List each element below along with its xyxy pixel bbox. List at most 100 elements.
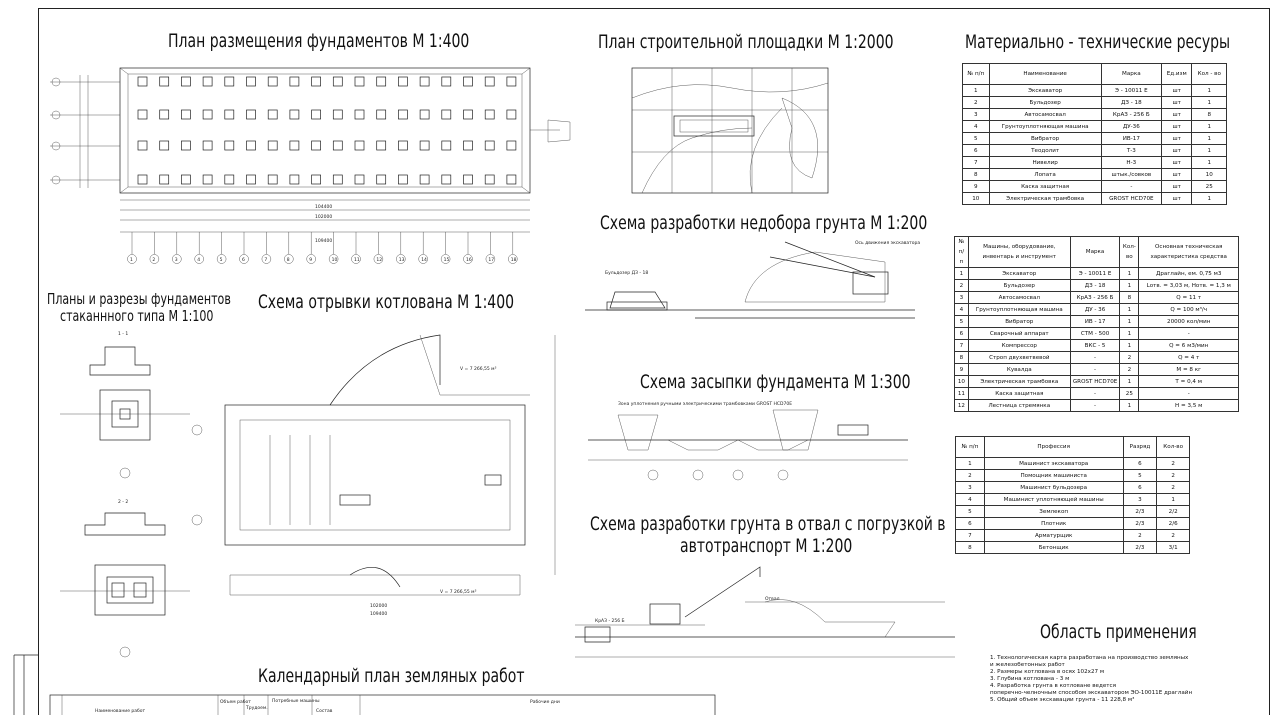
foundation-pad (311, 109, 321, 120)
machines-cell: - (1069, 399, 1121, 412)
foundation-pad (159, 174, 170, 185)
foundation-pad (311, 140, 321, 151)
resources-cell: Электрическая трамбовка (988, 192, 1102, 205)
machines-cell: - (1069, 363, 1121, 376)
resources-cell: ДЗ - 18 (1100, 96, 1162, 109)
axis-number: 6 (242, 257, 245, 263)
foundation-pad (202, 140, 213, 151)
machines-cell: Н = 3,5 м (1138, 399, 1239, 412)
backfill-title: Схема засыпки фундамента М 1:300 (640, 371, 911, 393)
machines-cell: Лестница стремянка (967, 399, 1071, 412)
machines-cell: Q = 100 м³/ч (1138, 303, 1239, 316)
axis-bubble (485, 254, 496, 264)
resources-cell: 1 (1191, 120, 1227, 133)
machines-header-1: Машины, оборудование, инвентарь и инстру… (967, 236, 1071, 268)
len-b-label: 102000 (315, 214, 332, 220)
axis-bubble (239, 254, 249, 264)
foundation-pad (267, 76, 278, 87)
resources-cell: Грунтоуплотняющая машина (988, 120, 1102, 133)
calendar-days-header: Рабочие дни (530, 699, 560, 705)
machines-cell: - (1138, 387, 1239, 400)
machines-cell: 7 (954, 339, 969, 352)
calendar-title: Календарный план земляных работ (258, 665, 525, 687)
foundation-pad (159, 140, 170, 151)
foundation-pad (463, 76, 473, 87)
resources-cell: шт (1160, 132, 1193, 145)
resources-cell: Теодолит (988, 144, 1102, 157)
workers-cell: 2/3 (1122, 505, 1158, 518)
machines-cell: Т = 0,4 м (1138, 375, 1239, 388)
workers-cell: 2 (1156, 481, 1190, 494)
resources-cell: 10 (962, 192, 990, 205)
machines-cell: 1 (1119, 327, 1140, 340)
machines-cell: 5 (954, 315, 969, 328)
bulldozer-label: Бульдозер ДЗ - 18 (605, 270, 648, 276)
resources-cell: 1 (1191, 84, 1227, 97)
calendar-crew-header: Состав (316, 708, 333, 714)
foundation-pad (202, 76, 213, 87)
machines-cell: 6 (954, 327, 969, 340)
foundation-pad (376, 76, 387, 87)
pit-length-label: 102000 (370, 603, 387, 609)
machines-cell: ИВ - 17 (1069, 315, 1121, 328)
workers-cell: Машинист экскаватора (983, 457, 1124, 470)
foundation-pad (246, 109, 256, 120)
foundation-pad (159, 76, 170, 87)
workers-cell: 3 (955, 481, 985, 494)
resources-cell: 5 (962, 132, 990, 145)
foundation-pad (463, 140, 473, 151)
foundation-pad (181, 140, 191, 151)
foundation-pad (311, 174, 321, 185)
workers-header-0: № п/п (955, 436, 985, 458)
pit-volume-top-label: V = 7 266,55 м³ (460, 366, 497, 372)
resources-cell: 7 (962, 156, 990, 169)
resources-cell: 1 (1191, 144, 1227, 157)
axis-bubble (149, 254, 160, 264)
foundation-pad (267, 140, 278, 151)
machines-header-0: № п/п (954, 236, 969, 268)
foundation-pad (398, 76, 408, 87)
machines-cell: 1 (1119, 339, 1140, 352)
resources-cell: шт (1160, 156, 1193, 169)
machines-cell: Компрессор (967, 339, 1071, 352)
dump-title-1: Схема разработки грунта в отвал с погруз… (590, 513, 946, 535)
axis-number: 4 (197, 257, 200, 263)
axis-number: 12 (376, 257, 382, 263)
workers-cell: 5 (1122, 469, 1158, 482)
compactor-label: Зона уплотнения ручными электрическими т… (618, 401, 792, 407)
machines-cell: Строп двухветвевой (967, 351, 1071, 364)
site-plan-title: План строительной площадки М 1:2000 (598, 31, 894, 53)
workers-cell: 2/6 (1156, 517, 1190, 530)
foundation-pad (398, 109, 408, 120)
axis-number: 1 (130, 257, 133, 263)
foundation-pad (354, 109, 365, 120)
truck-label: КрАЗ - 256 Б (595, 618, 625, 624)
resources-cell: GROST HCD70E (1100, 192, 1162, 205)
resources-header-0: № п/п (962, 63, 990, 85)
workers-cell: 2/3 (1122, 541, 1158, 554)
axis-number: 13 (399, 257, 405, 263)
foundation-pad (181, 109, 191, 120)
binding-strip (13, 654, 38, 715)
axis-number: 7 (264, 257, 267, 263)
machines-cell: 1 (1119, 303, 1140, 316)
machines-cell: 8 (1119, 291, 1140, 304)
foundation-pad (137, 109, 148, 120)
foundation-pad (376, 109, 387, 120)
foundation-pad (267, 174, 278, 185)
foundation-pad (224, 109, 235, 120)
resources-cell: 6 (962, 144, 990, 157)
foundation-pad (332, 140, 343, 151)
resources-cell: шт (1160, 192, 1193, 205)
calendar-name-header: Наименование работ (95, 708, 146, 714)
workers-cell: 3 (1122, 493, 1158, 506)
foundation-pad (441, 76, 452, 87)
